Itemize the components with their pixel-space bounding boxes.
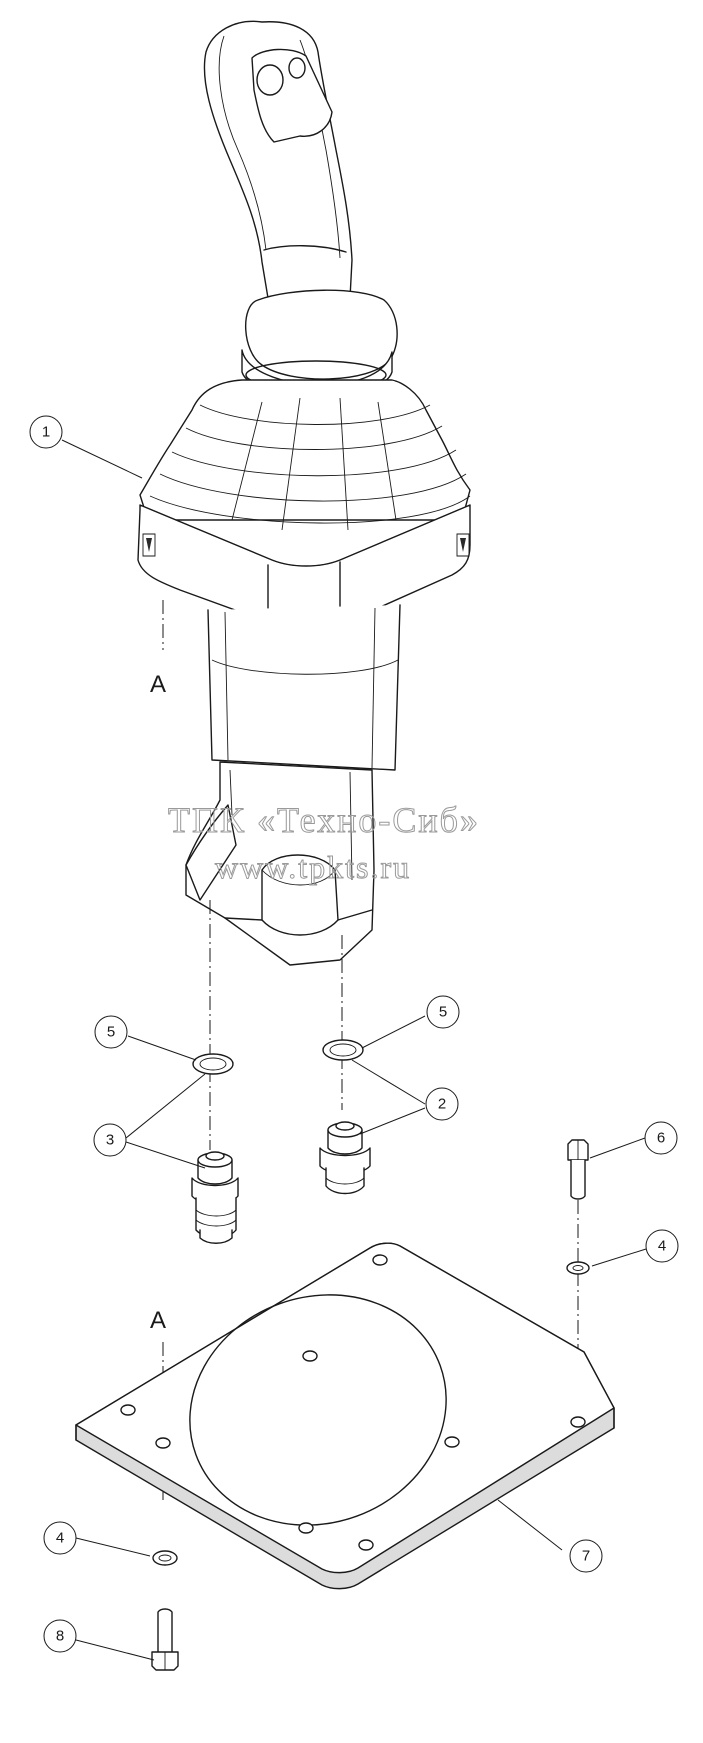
plate-hole — [570, 1416, 586, 1428]
callout-2: 2 — [425, 1087, 459, 1121]
svg-text:2: 2 — [438, 1096, 446, 1113]
plate-hole — [444, 1436, 460, 1448]
thumb-button-left — [256, 64, 284, 96]
watermark-company: ТПК «Техно-Сиб» — [168, 800, 480, 840]
svg-text:8: 8 — [56, 1628, 64, 1645]
callout-5-left: 5 — [94, 1015, 128, 1049]
plate-hole — [372, 1254, 388, 1266]
callout-5-right: 5 — [426, 995, 460, 1029]
svg-text:4: 4 — [56, 1530, 64, 1547]
fitting-right — [319, 1121, 371, 1195]
joystick-collar — [245, 289, 398, 380]
mounting-plate — [75, 1242, 615, 1590]
bolt-6 — [567, 1139, 589, 1200]
fitting-left — [191, 1151, 239, 1244]
section-label-a-lower: A — [150, 1307, 166, 1334]
section-label-a-upper: A — [150, 671, 166, 698]
callout-6: 6 — [644, 1121, 678, 1155]
callout-4-right: 4 — [645, 1229, 679, 1263]
plate-hole — [302, 1350, 318, 1362]
bolt-8 — [151, 1608, 179, 1671]
thumb-button-right — [288, 57, 306, 79]
washer-left — [152, 1550, 178, 1566]
plate-hole — [358, 1539, 374, 1551]
watermark-url: www.tpkts.ru — [215, 849, 411, 885]
svg-text:6: 6 — [657, 1130, 665, 1147]
washer-right — [566, 1261, 590, 1275]
rubber-boot — [139, 379, 471, 521]
joystick-assembly — [137, 20, 471, 966]
callout-4-left: 4 — [43, 1521, 77, 1555]
o-ring-left — [192, 1053, 234, 1075]
callout-7: 7 — [569, 1539, 603, 1573]
plate-hole — [120, 1404, 136, 1416]
svg-text:3: 3 — [106, 1132, 114, 1149]
plate-central-opening — [189, 1294, 447, 1526]
callout-1: 1 — [29, 415, 63, 449]
joystick-body — [207, 604, 401, 771]
callout-3: 3 — [93, 1123, 127, 1157]
leader-lines — [61, 439, 647, 1661]
svg-text:1: 1 — [42, 424, 50, 441]
o-ring-right — [322, 1039, 364, 1061]
plate-hole — [155, 1437, 171, 1449]
svg-text:4: 4 — [658, 1238, 666, 1255]
svg-text:7: 7 — [582, 1548, 590, 1565]
svg-text:5: 5 — [439, 1004, 447, 1021]
plate-hole — [298, 1522, 314, 1534]
callout-8: 8 — [43, 1619, 77, 1653]
svg-text:5: 5 — [107, 1024, 115, 1041]
